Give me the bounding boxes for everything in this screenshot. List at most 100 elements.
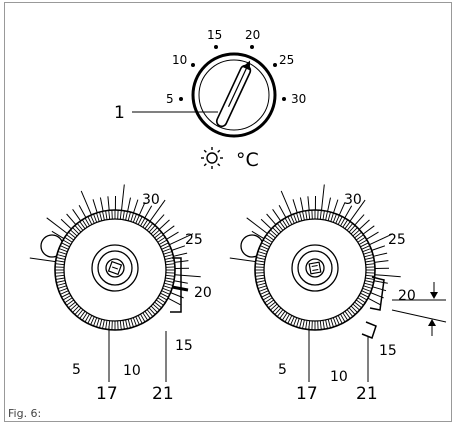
right-knurl-tick bbox=[255, 274, 265, 277]
right-knurl-tick bbox=[350, 305, 358, 313]
left-knurl-tick bbox=[156, 234, 164, 241]
left-knurl-tick bbox=[81, 312, 88, 321]
left-knurl-tick bbox=[146, 309, 154, 317]
right-knurl-tick bbox=[348, 225, 356, 233]
left-knurl-tick bbox=[161, 290, 170, 295]
right-knurl-tick bbox=[274, 225, 282, 233]
right-scale-label-10: 10 bbox=[330, 369, 348, 385]
left-knurl-tick bbox=[158, 295, 168, 301]
left-knurl-tick bbox=[122, 320, 125, 330]
left-knurl-tick bbox=[56, 257, 66, 260]
left-knurl-tick bbox=[102, 319, 105, 329]
left-knurl-tick bbox=[61, 292, 70, 298]
top-scale-label-5: 5 bbox=[166, 92, 174, 106]
right-scale-ray bbox=[292, 199, 298, 213]
left-scale-ray bbox=[121, 184, 125, 211]
right-scale-ray bbox=[260, 218, 272, 230]
right-scale-label-25: 25 bbox=[388, 232, 406, 248]
left-knurl-tick bbox=[160, 292, 169, 298]
right-knurl-tick bbox=[357, 297, 366, 304]
right-knurl-tick bbox=[357, 236, 366, 243]
right-knurl-tick bbox=[365, 277, 375, 280]
right-knurl-tick bbox=[260, 245, 269, 250]
right-knurl-tick bbox=[340, 313, 346, 323]
left-knurl-tick bbox=[105, 320, 108, 330]
right-knurl-tick bbox=[358, 239, 368, 245]
right-hub-inner bbox=[305, 258, 325, 278]
right-scale-ray bbox=[327, 197, 331, 212]
right-knurl-tick bbox=[337, 315, 343, 324]
thermostat-knob-inner bbox=[198, 59, 270, 131]
right-knurl-tick bbox=[270, 303, 278, 311]
left-knurl-tick bbox=[165, 274, 175, 277]
left-knurl-tick bbox=[157, 297, 166, 304]
right-scale-ray bbox=[307, 196, 310, 211]
right-callout-21: 21 bbox=[356, 384, 378, 404]
left-knurl-tick bbox=[156, 299, 164, 306]
right-knurl-tick bbox=[342, 219, 349, 228]
top-scale-label-30: 30 bbox=[291, 92, 306, 106]
right-knurl-tick bbox=[255, 260, 265, 263]
left-knurl-tick bbox=[119, 320, 122, 330]
right-knurl-tick bbox=[362, 287, 372, 292]
right-scale-ray bbox=[299, 197, 304, 212]
right-knurl-tick bbox=[360, 292, 369, 298]
left-knurl-tick bbox=[154, 231, 162, 239]
knob-pointer bbox=[215, 60, 252, 128]
left-knurl-tick bbox=[163, 251, 173, 255]
right-knurl-tick bbox=[346, 309, 354, 317]
top-scale-label-10: 10 bbox=[172, 53, 187, 67]
right-knurl-tick bbox=[279, 221, 286, 229]
right-knurl-tick bbox=[352, 229, 360, 237]
right-knurl-tick bbox=[327, 319, 331, 329]
right-knurl-tick bbox=[284, 217, 290, 227]
right-knurl-tick bbox=[327, 211, 331, 221]
left-knurl-tick bbox=[58, 248, 68, 253]
left-knurl-tick bbox=[165, 260, 175, 263]
left-scale-ray bbox=[174, 274, 201, 278]
left-scale-label-30: 30 bbox=[142, 192, 160, 208]
left-knurl-tick bbox=[96, 318, 100, 328]
right-knurl-tick bbox=[364, 257, 374, 260]
right-knurl-tick bbox=[356, 234, 364, 241]
left-knurl-tick bbox=[164, 280, 174, 283]
callout-label-1: 1 bbox=[114, 103, 125, 123]
right-knurl-tick bbox=[360, 242, 369, 248]
left-knurl-tick bbox=[61, 242, 70, 248]
right-knurl-tick bbox=[308, 210, 311, 220]
right-scale-ray bbox=[280, 190, 292, 215]
right-knurl-tick bbox=[302, 211, 305, 221]
left-knurl-tick bbox=[102, 211, 105, 221]
left-scale-ray bbox=[171, 245, 186, 251]
right-scale-ray bbox=[229, 257, 256, 263]
right-knurl-tick bbox=[362, 248, 372, 253]
left-knurl-tick bbox=[132, 213, 137, 223]
left-knurl-tick bbox=[93, 213, 98, 223]
right-knurl-tick bbox=[266, 299, 274, 306]
left-knurl-tick bbox=[132, 317, 137, 327]
offset-arrow-down-head bbox=[430, 292, 438, 299]
right-knurl-tick bbox=[322, 210, 325, 220]
offset-arrow-up-head bbox=[428, 319, 436, 326]
right-knurl-tick bbox=[276, 223, 284, 231]
left-knurl-tick bbox=[62, 239, 72, 245]
left-scale-ray bbox=[80, 190, 92, 215]
left-adjustment-dial bbox=[29, 184, 201, 331]
right-knurl-tick bbox=[258, 287, 268, 292]
right-limit-bracket-upper bbox=[369, 276, 385, 311]
left-scale-label-10: 10 bbox=[123, 363, 141, 379]
right-knurl-tick bbox=[262, 295, 272, 301]
right-knurl-tick bbox=[255, 263, 265, 266]
left-knurl-tick bbox=[150, 305, 158, 313]
left-knurl-tick bbox=[99, 319, 103, 329]
right-scale-ray bbox=[272, 209, 282, 222]
left-scale-ray bbox=[133, 199, 139, 214]
right-center-screw bbox=[308, 261, 322, 275]
left-knurl-tick bbox=[68, 231, 76, 239]
left-knurl-tick bbox=[144, 311, 151, 319]
right-knurl-tick bbox=[344, 221, 351, 229]
left-hub-middle bbox=[97, 250, 133, 286]
left-knurl-tick bbox=[137, 315, 143, 324]
left-knurl-tick bbox=[152, 229, 160, 237]
left-knurl-tick bbox=[119, 210, 122, 220]
